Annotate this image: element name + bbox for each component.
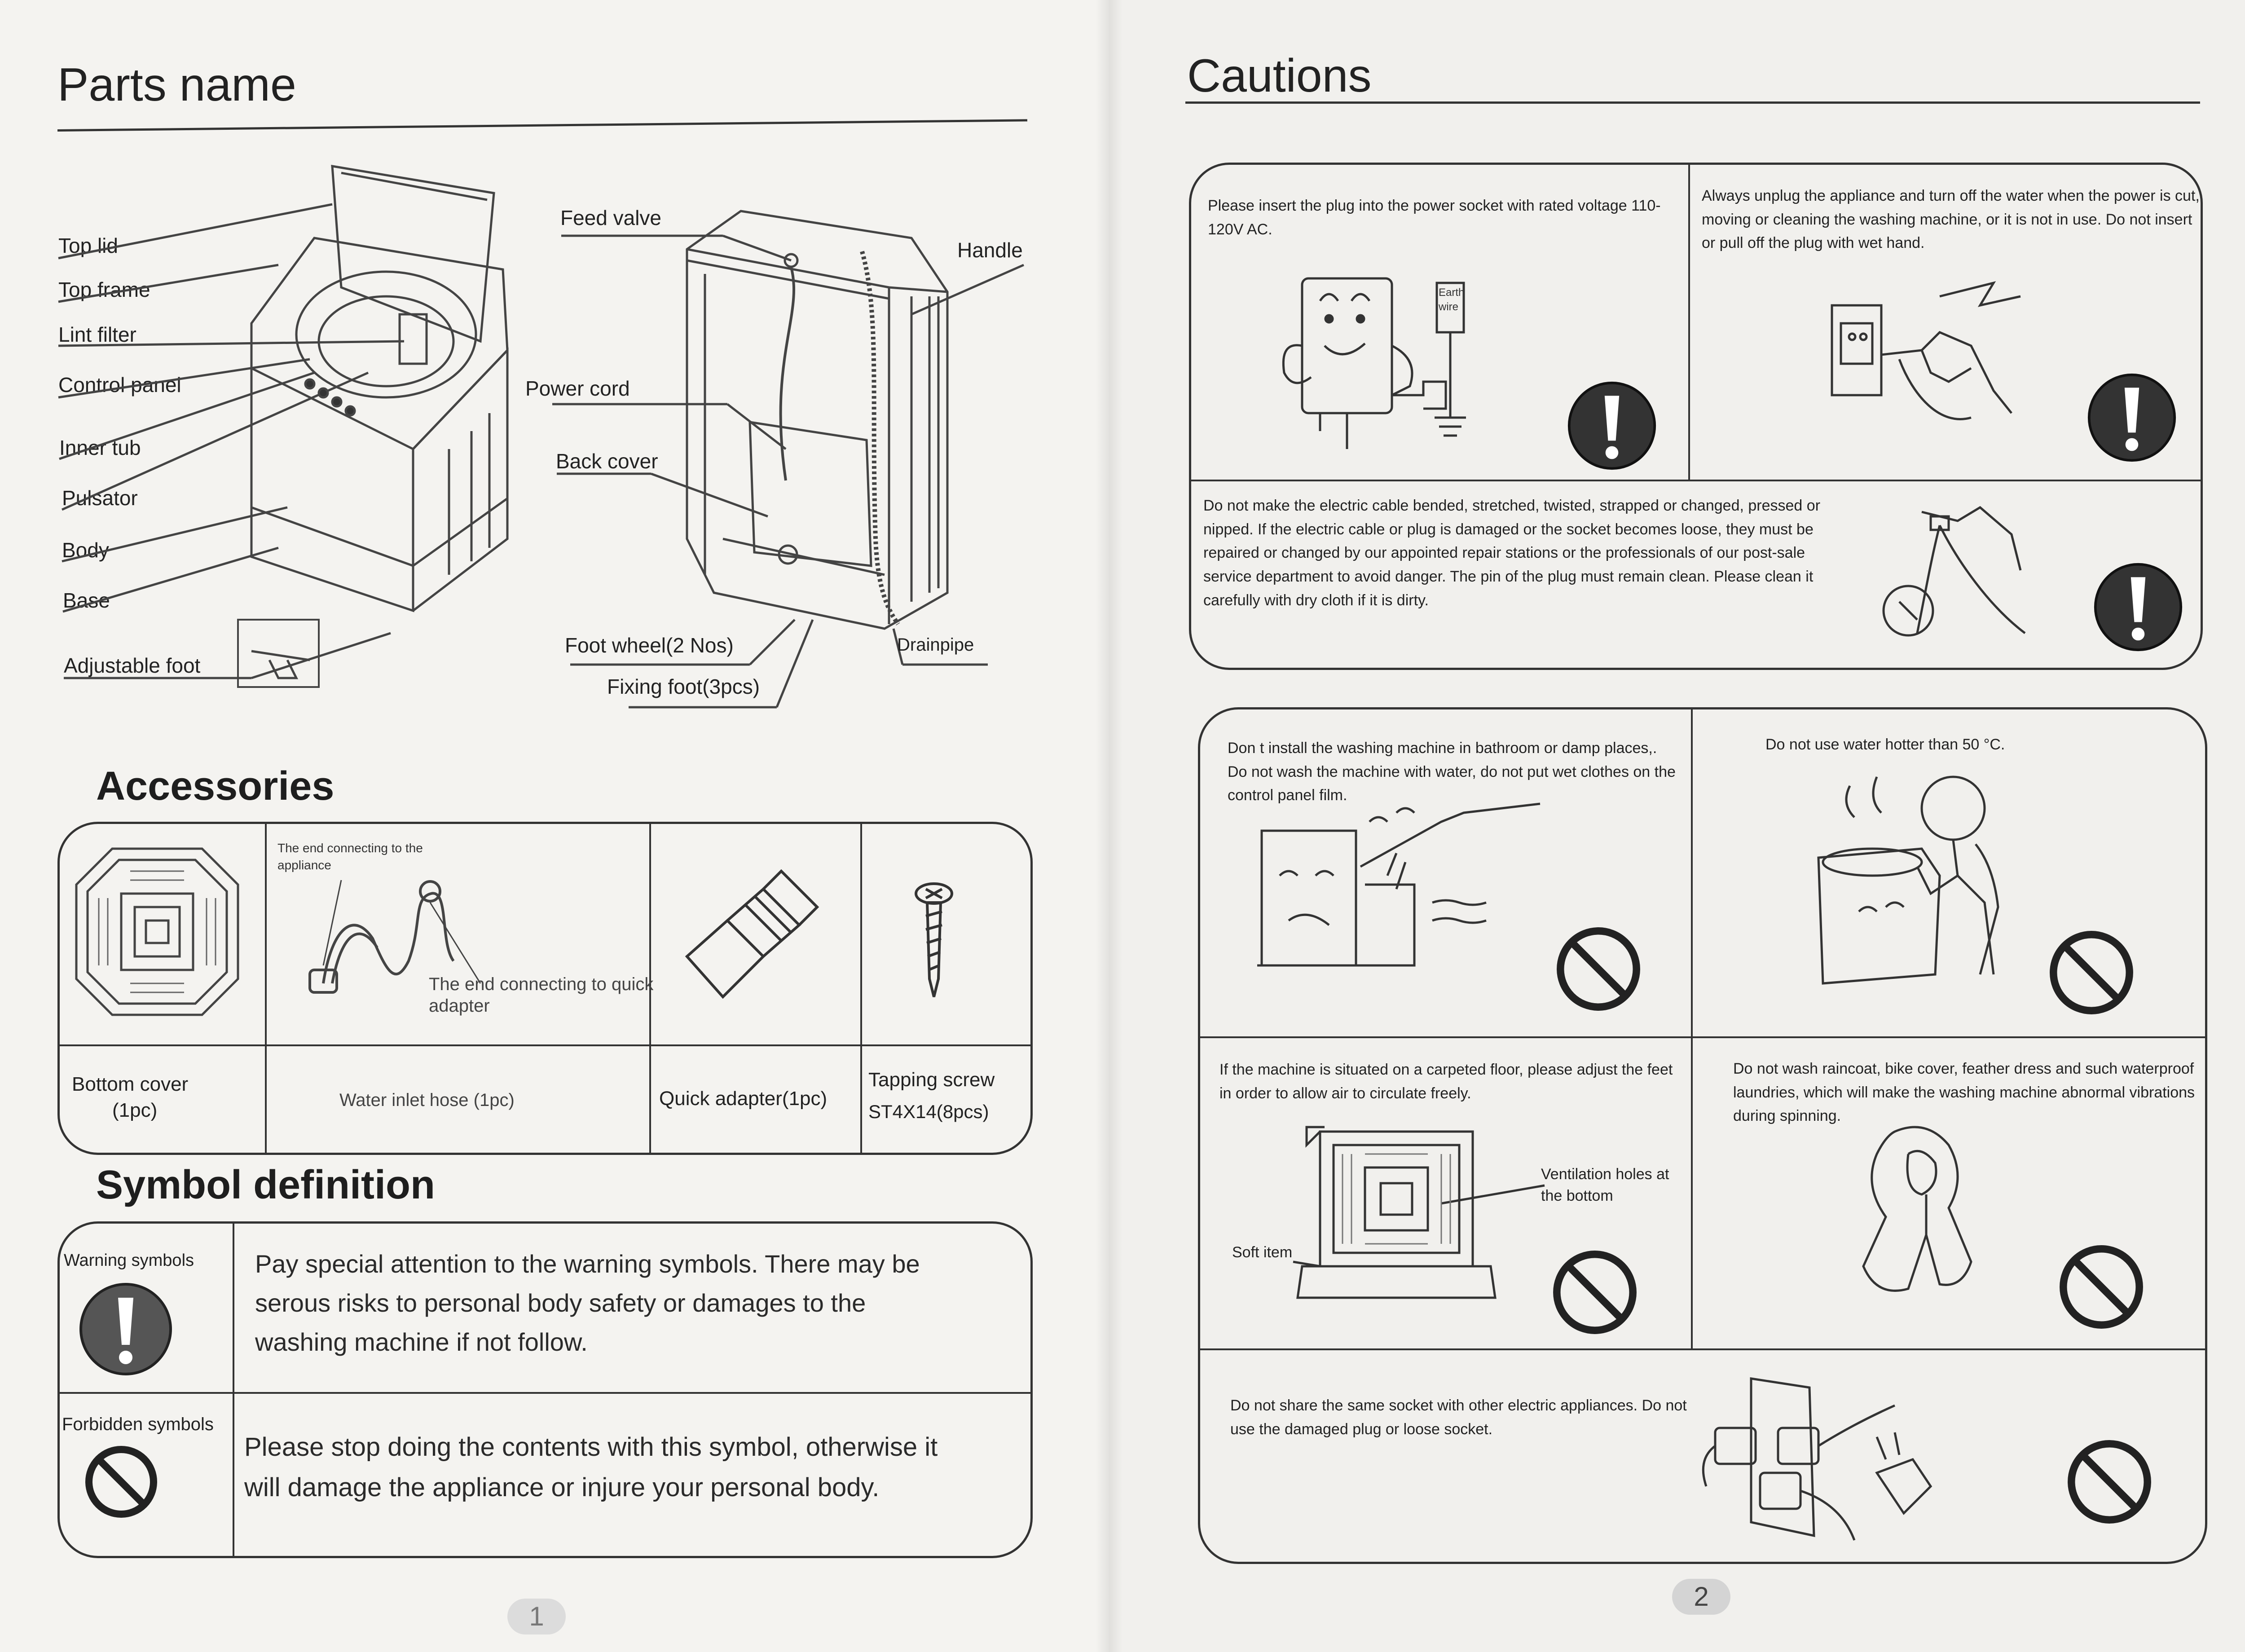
shared-socket-illustration — [1702, 1377, 1932, 1541]
accessories-row-divider — [58, 1044, 1032, 1046]
left-page — [0, 0, 1109, 1652]
forbidden-symbol-description: Please stop doing the contents with this… — [244, 1432, 938, 1502]
raincoat-illustration — [1862, 1126, 1972, 1292]
earth-wire-label: Earth wire — [1439, 286, 1465, 313]
caution-hot-water-text: Do not use water hotter than 50 °C. — [1765, 736, 2005, 753]
quick-adapter-illustration — [685, 869, 819, 999]
hose-note-bottom: The end connecting to quick adapter — [429, 974, 654, 1016]
cautions-group-installation — [1198, 707, 2207, 1564]
symbol-table — [57, 1221, 1033, 1558]
hot-water-illustration — [1817, 775, 1999, 985]
forbidden-symbol-icon — [85, 1446, 157, 1518]
part-label-control-panel: Control panel — [58, 373, 181, 396]
symbol-definition-heading: Symbol definition — [96, 1163, 435, 1207]
warning-exclamation-icon — [2094, 563, 2183, 652]
caution-rated-voltage-text: Please insert the plug into the power so… — [1208, 197, 1661, 238]
damp-washer-illustration — [1257, 802, 1541, 967]
caution-divider — [1688, 164, 1690, 480]
caution-bathroom-text: Don t install the washing machine in bat… — [1228, 740, 1676, 804]
accessories-heading: Accessories — [96, 764, 335, 809]
accessory-tapping-screw-name: Tapping screw — [868, 1069, 995, 1091]
accessories-table — [57, 822, 1033, 1155]
soft-item-label: Soft item — [1232, 1244, 1293, 1261]
forbidden-symbol-icon — [1553, 1251, 1637, 1334]
cautions-group-electrical — [1189, 163, 2203, 670]
accessory-inlet-hose-name: Water inlet hose (1pc) — [339, 1090, 515, 1110]
caution-cable-text: Do not make the electric cable bended, s… — [1203, 497, 1821, 609]
symbol-divider — [233, 1222, 234, 1557]
part-label-body: Body — [62, 538, 109, 562]
part-label-handle: Handle — [957, 238, 1023, 262]
part-label-power-cord: Power cord — [525, 377, 630, 400]
cautions-heading-rule — [1185, 101, 2200, 104]
accessories-divider — [265, 823, 267, 1154]
washer-back-illustration — [552, 210, 1025, 709]
symbol-row-divider — [58, 1392, 1032, 1394]
caution-shared-socket-text: Do not share the same socket with other … — [1230, 1397, 1687, 1438]
caution-carpet-text: If the machine is situated on a carpeted… — [1219, 1061, 1673, 1102]
part-label-foot-wheel: Foot wheel(2 Nos) — [565, 634, 734, 657]
forbidden-symbol-label: Forbidden symbols — [62, 1414, 214, 1434]
plug-character-illustration — [1282, 277, 1466, 449]
carpet-ventilation-illustration — [1293, 1126, 1545, 1299]
forbidden-symbol-icon — [2060, 1245, 2143, 1329]
caution-row-divider — [1200, 1036, 2205, 1038]
caution-divider — [1691, 709, 1693, 1348]
page-number-right: 2 — [1672, 1579, 1730, 1615]
warning-exclamation-icon — [1567, 381, 1656, 470]
accessory-tapping-screw-qty: ST4X14(8pcs) — [868, 1101, 989, 1122]
caution-unplug-text: Always unplug the appliance and turn off… — [1702, 187, 2200, 252]
part-label-drainpipe: Drainpipe — [897, 635, 974, 655]
part-label-adjustable-foot: Adjustable foot — [64, 654, 201, 677]
accessory-bottom-cover-qty: (1pc) — [112, 1099, 158, 1121]
forbidden-symbol-icon — [2068, 1440, 2151, 1524]
hose-note-top: The end connecting to the appliance — [277, 841, 423, 872]
warning-symbol-label: Warning symbols — [64, 1251, 194, 1270]
caution-waterproof-text: Do not wash raincoat, bike cover, feathe… — [1733, 1060, 2195, 1125]
cautions-heading: Cautions — [1187, 50, 1372, 102]
warning-exclamation-icon — [2087, 373, 2176, 462]
accessory-quick-adapter-name: Quick adapter(1pc) — [659, 1088, 828, 1110]
ventilation-holes-label: Ventilation holes at the bottom — [1541, 1166, 1669, 1204]
warning-exclamation-icon — [79, 1283, 172, 1375]
forbidden-symbol-icon — [1557, 927, 1640, 1011]
unplug-hand-illustration — [1831, 281, 2021, 420]
tapping-screw-illustration — [915, 882, 953, 997]
inlet-hose-illustration — [308, 880, 481, 994]
washer-front-illustration — [58, 165, 509, 688]
parts-name-heading: Parts name — [57, 59, 296, 111]
caution-row-divider — [1191, 480, 2201, 481]
book-gutter — [1096, 0, 1122, 1652]
caution-row-divider — [1200, 1348, 2205, 1350]
accessories-divider — [649, 823, 651, 1154]
part-label-pulsator: Pulsator — [62, 486, 138, 510]
bottom-cover-illustration — [75, 847, 239, 1016]
part-label-back-cover: Back cover — [556, 449, 658, 473]
accessory-bottom-cover-name: Bottom cover — [72, 1073, 189, 1095]
accessories-divider — [860, 823, 862, 1154]
warning-symbol-description: Pay special attention to the warning sym… — [255, 1250, 920, 1356]
forbidden-symbol-icon — [2050, 931, 2133, 1014]
part-label-fixing-foot: Fixing foot(3pcs) — [607, 675, 760, 698]
page-number-left: 1 — [507, 1599, 566, 1634]
cable-hand-illustration — [1882, 506, 2026, 637]
part-label-lint-filter: Lint filter — [58, 323, 136, 346]
part-label-feed-valve: Feed valve — [560, 206, 662, 229]
right-page — [1109, 0, 2245, 1652]
